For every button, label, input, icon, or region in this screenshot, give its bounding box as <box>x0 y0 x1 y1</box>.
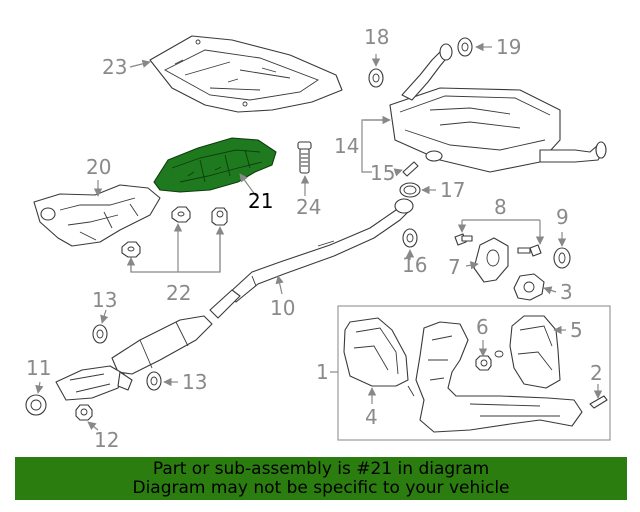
part-1-exhaust-manifold[interactable] <box>407 321 583 433</box>
part-10-front-pipe[interactable] <box>209 198 414 319</box>
callout-4: 4 <box>365 405 378 429</box>
part-20-manifold-heat-shield[interactable] <box>33 184 161 247</box>
part-23-upper-heat-shield[interactable] <box>149 35 343 113</box>
callout-7: 7 <box>448 255 461 279</box>
part-1-assembly-box <box>337 305 611 441</box>
callout-19: 19 <box>496 35 521 59</box>
part-catalytic-converter[interactable] <box>55 315 213 401</box>
part-4-heat-shield[interactable] <box>343 317 409 387</box>
callout-15: 15 <box>370 161 395 185</box>
callout-23: 23 <box>102 55 127 79</box>
part-17-gasket[interactable] <box>399 182 421 198</box>
part-3-gasket[interactable] <box>513 273 545 301</box>
callout-13-lower: 13 <box>182 370 207 394</box>
callout-13-upper: 13 <box>92 288 117 312</box>
callout-20: 20 <box>86 155 111 179</box>
part-21-heat-shield[interactable] <box>153 137 277 193</box>
callout-21: 21 <box>248 189 273 213</box>
part-11-gasket[interactable] <box>25 394 47 416</box>
part-24-bolt[interactable] <box>297 141 312 174</box>
callout-5: 5 <box>570 318 583 342</box>
callout-11: 11 <box>26 356 51 380</box>
callout-14: 14 <box>334 134 359 158</box>
part-8-bolt[interactable] <box>454 233 542 257</box>
part-13-hanger-lower[interactable] <box>146 371 162 391</box>
part-15-stud[interactable] <box>402 161 419 177</box>
part-6-nut[interactable] <box>475 350 504 371</box>
callout-2: 2 <box>590 361 603 385</box>
callout-8: 8 <box>494 195 507 219</box>
callout-22: 22 <box>166 281 191 305</box>
highlight-note-banner: Part or sub-assembly is #21 in diagram D… <box>15 457 627 500</box>
callout-9: 9 <box>556 205 569 229</box>
callout-10: 10 <box>270 296 295 320</box>
callout-6: 6 <box>476 315 489 339</box>
part-12-nut[interactable] <box>75 404 93 421</box>
callout-3: 3 <box>560 280 573 304</box>
part-19-hanger[interactable] <box>457 37 473 57</box>
exhaust-parts-diagram: 23 18 19 14 15 17 21 24 20 22 10 8 9 16 … <box>25 25 611 452</box>
part-9-hanger[interactable] <box>553 247 571 269</box>
callout-24: 24 <box>296 195 321 219</box>
part-7-bracket[interactable] <box>473 237 509 283</box>
highlight-note-line1: Part or sub-assembly is #21 in diagram <box>152 459 490 479</box>
part-13-hanger-upper[interactable] <box>92 324 108 344</box>
part-5-heat-shield[interactable] <box>509 315 561 389</box>
highlight-note-line2: Diagram may not be specific to your vehi… <box>132 478 510 498</box>
part-22-nut[interactable] <box>121 206 228 258</box>
callout-1: 1 <box>316 360 329 384</box>
part-16-hanger[interactable] <box>402 228 418 248</box>
callout-17: 17 <box>440 178 465 202</box>
callout-18: 18 <box>364 25 389 49</box>
part-14-muffler-assembly[interactable] <box>389 43 607 173</box>
part-18-hanger[interactable] <box>368 68 384 88</box>
callout-16: 16 <box>402 253 427 277</box>
callout-12: 12 <box>94 428 119 452</box>
